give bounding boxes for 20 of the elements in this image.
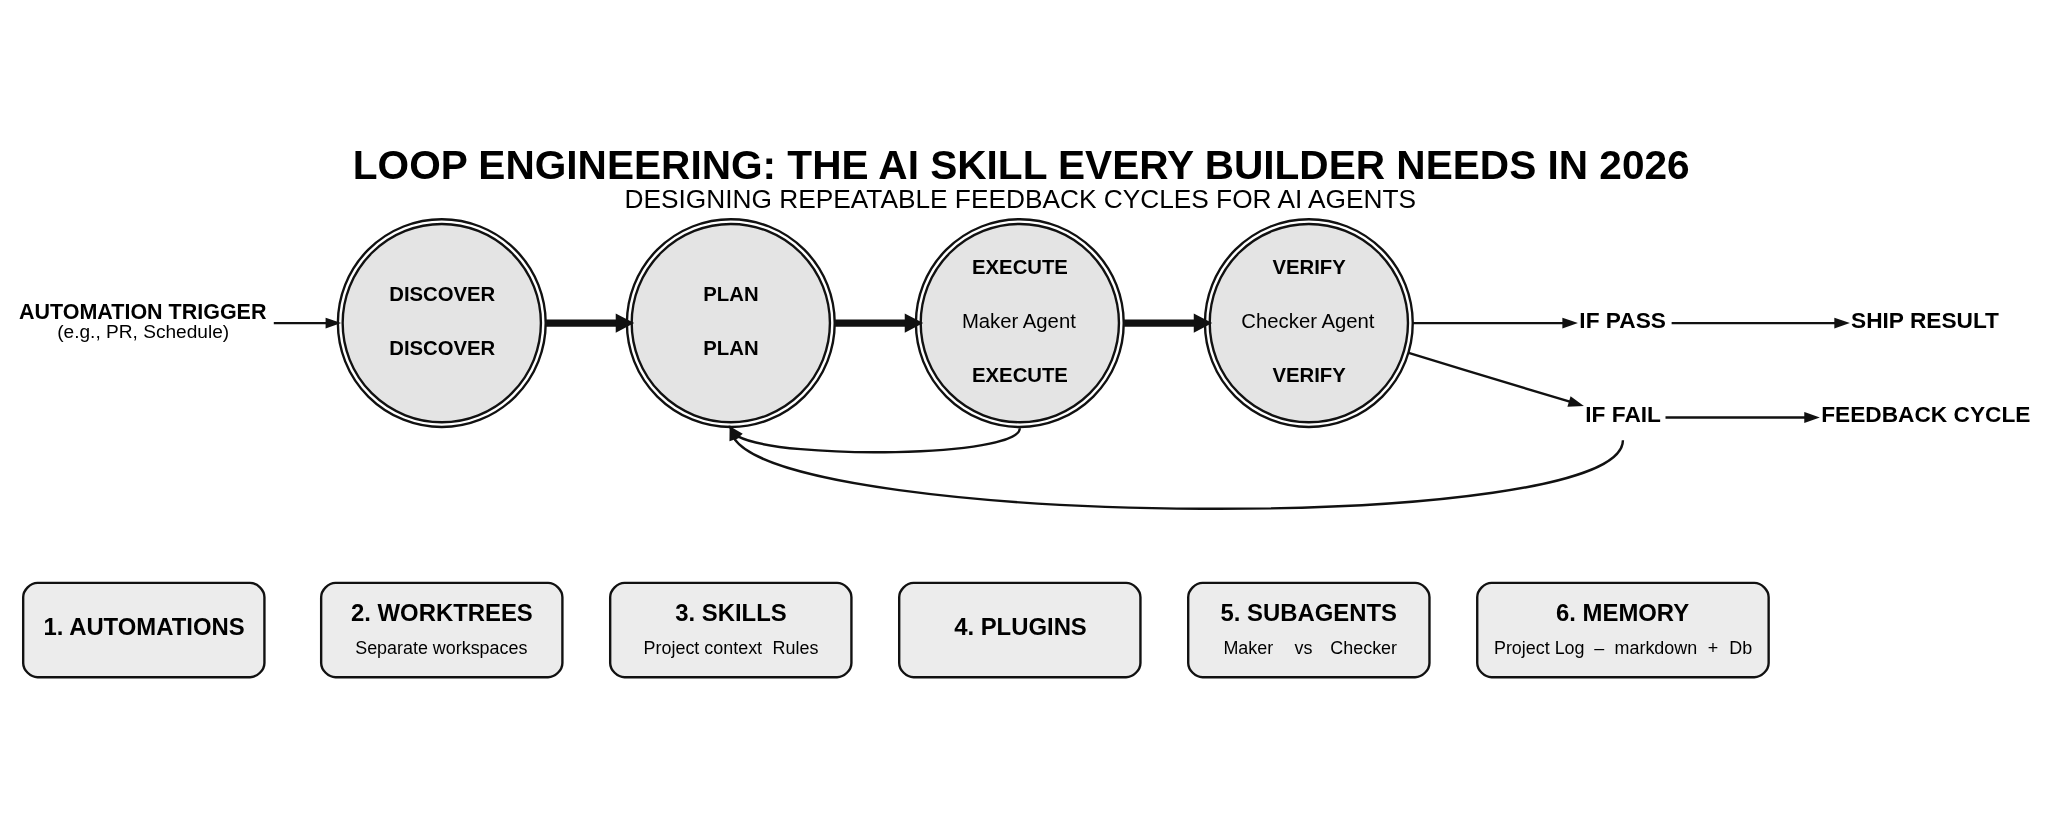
- node-text: SHIP RESULT: [1851, 306, 1999, 333]
- node-text: IF PASS: [1579, 306, 1666, 333]
- node-box: 3. SKILLS Project context Rules: [609, 581, 853, 678]
- node-text: IF FAIL: [1585, 400, 1661, 427]
- arrow: [1412, 317, 1578, 329]
- node-box: 1. AUTOMATIONS: [22, 581, 266, 678]
- arrow: [1408, 351, 1584, 407]
- node-box: 6. MEMORY Project Log – markdown + Db: [1476, 581, 1770, 678]
- node-text: AUTOMATION TRIGGER (e.g., PR, Schedule): [19, 299, 267, 342]
- node-circle: DISCOVER DISCOVER: [336, 217, 547, 428]
- arrow: [1671, 317, 1850, 329]
- node-box: 2. WORKTREES Separate workspaces: [319, 581, 564, 678]
- arrow: [273, 317, 342, 329]
- arrow: [1665, 411, 1820, 423]
- node-box: 4. PLUGINS: [898, 581, 1142, 678]
- node-circle: PLAN PLAN: [625, 217, 836, 428]
- node-circle: VERIFY Checker Agent VERIFY: [1203, 217, 1414, 428]
- node-box: 5. SUBAGENTS Maker vs Checker: [1187, 581, 1431, 678]
- node-circle: EXECUTE Maker Agent EXECUTE: [914, 217, 1125, 428]
- node-text: FEEDBACK CYCLE: [1821, 400, 2031, 427]
